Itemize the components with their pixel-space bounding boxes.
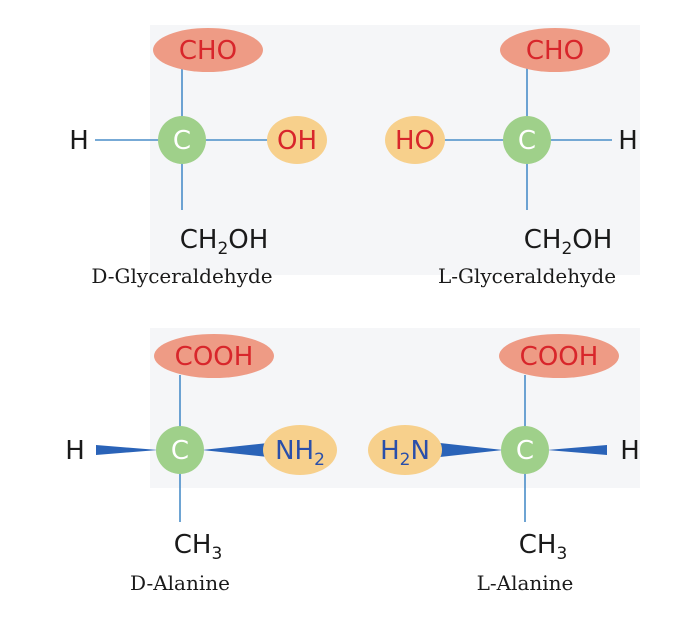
l-alanine-structure: COOH C H2N H CH3 L-Alanine: [368, 334, 640, 595]
amino-group-oval: [263, 425, 337, 475]
hydroxyl-group-oval: [267, 116, 327, 164]
hydroxyl-group-oval: [385, 116, 445, 164]
amino-group-label: NH2: [275, 436, 325, 470]
carboxyl-group-label: COOH: [520, 342, 599, 372]
molecule-name: L-Alanine: [477, 571, 574, 595]
carboxyl-group-label: COOH: [175, 342, 254, 372]
hydroxymethyl-label: CH2OH: [524, 225, 613, 259]
carboxyl-group-oval: [154, 334, 274, 378]
hydrogen-label: H: [620, 436, 640, 466]
molecule-name: D-Glyceraldehyde: [91, 264, 272, 288]
amino-group-label: H2N: [380, 436, 430, 470]
d-alanine-structure: COOH C NH2 H CH3 D-Alanine: [65, 334, 337, 595]
chiral-carbon-label: C: [516, 436, 534, 466]
l-glyceraldehyde-structure: CHO C HO H CH2OH L-Glyceraldehyde: [385, 28, 638, 288]
aldehyde-group-label: CHO: [179, 36, 237, 66]
chiral-carbon-label: C: [173, 126, 191, 156]
left-wedge-bond: [96, 445, 158, 455]
chiral-carbon-label: C: [518, 126, 536, 156]
aldehyde-group-label: CHO: [526, 36, 584, 66]
hydroxymethyl-label: CH2OH: [180, 225, 269, 259]
d-glyceraldehyde-structure: CHO C OH H CH2OH D-Glyceraldehyde: [69, 28, 327, 288]
chiral-carbon-circle: [503, 116, 551, 164]
aldehyde-group-oval: [500, 28, 610, 72]
molecule-name: D-Alanine: [130, 571, 230, 595]
left-wedge-bond: [440, 443, 503, 457]
hydroxyl-group-label: OH: [277, 126, 317, 156]
hydrogen-label: H: [69, 126, 89, 156]
chiral-carbon-label: C: [171, 436, 189, 466]
right-wedge-bond: [547, 445, 607, 455]
chiral-carbon-circle: [501, 426, 549, 474]
hydrogen-label: H: [618, 126, 638, 156]
hydroxyl-group-label: HO: [395, 126, 435, 156]
chiral-carbon-circle: [158, 116, 206, 164]
hydrogen-label: H: [65, 436, 85, 466]
amino-group-oval: [368, 425, 442, 475]
right-wedge-bond: [202, 443, 268, 457]
methyl-label: CH3: [519, 530, 568, 564]
methyl-label: CH3: [174, 530, 223, 564]
aldehyde-group-oval: [153, 28, 263, 72]
chiral-carbon-circle: [156, 426, 204, 474]
molecule-name: L-Glyceraldehyde: [438, 264, 616, 288]
carboxyl-group-oval: [499, 334, 619, 378]
